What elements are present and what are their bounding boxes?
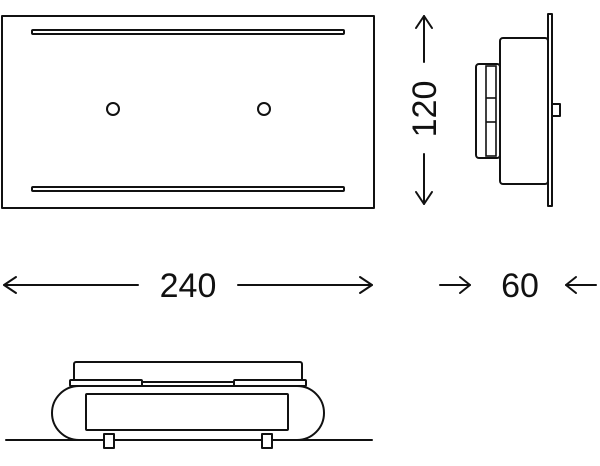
depth-dimension-label: 60 (501, 267, 539, 305)
front-view (1, 15, 375, 209)
depth-dim-arrow-left (459, 276, 471, 294)
side-view-bracket (551, 103, 561, 117)
height-dim-arrow-up (415, 15, 433, 29)
side-view-diffuser (475, 63, 501, 159)
height-dimension-label: 120 (406, 81, 444, 138)
side-view-body (499, 37, 549, 185)
front-view-screw-right (257, 102, 271, 116)
width-dim-arrow-left (3, 276, 17, 294)
bottom-view-foot-left (103, 433, 115, 449)
width-dim-arrow-right (359, 276, 373, 294)
front-view-top-strip (31, 29, 345, 35)
bottom-view (5, 361, 373, 449)
width-dimension: 240 (3, 267, 373, 305)
height-dim-arrow-down (415, 191, 433, 205)
bottom-view-foot-right (261, 433, 273, 449)
front-view-plate (1, 15, 375, 209)
side-view-led-band (485, 65, 497, 157)
front-view-screw-left (106, 102, 120, 116)
depth-dim-arrow-right (565, 276, 577, 294)
depth-dimension: 60 (439, 267, 597, 305)
width-dimension-label: 240 (160, 267, 217, 305)
height-dimension: 120 (406, 15, 444, 205)
bottom-view-inner-chamber (85, 393, 289, 431)
side-view (475, 13, 561, 207)
bottom-view-top-panel (73, 361, 303, 383)
front-view-bottom-strip (31, 186, 345, 192)
